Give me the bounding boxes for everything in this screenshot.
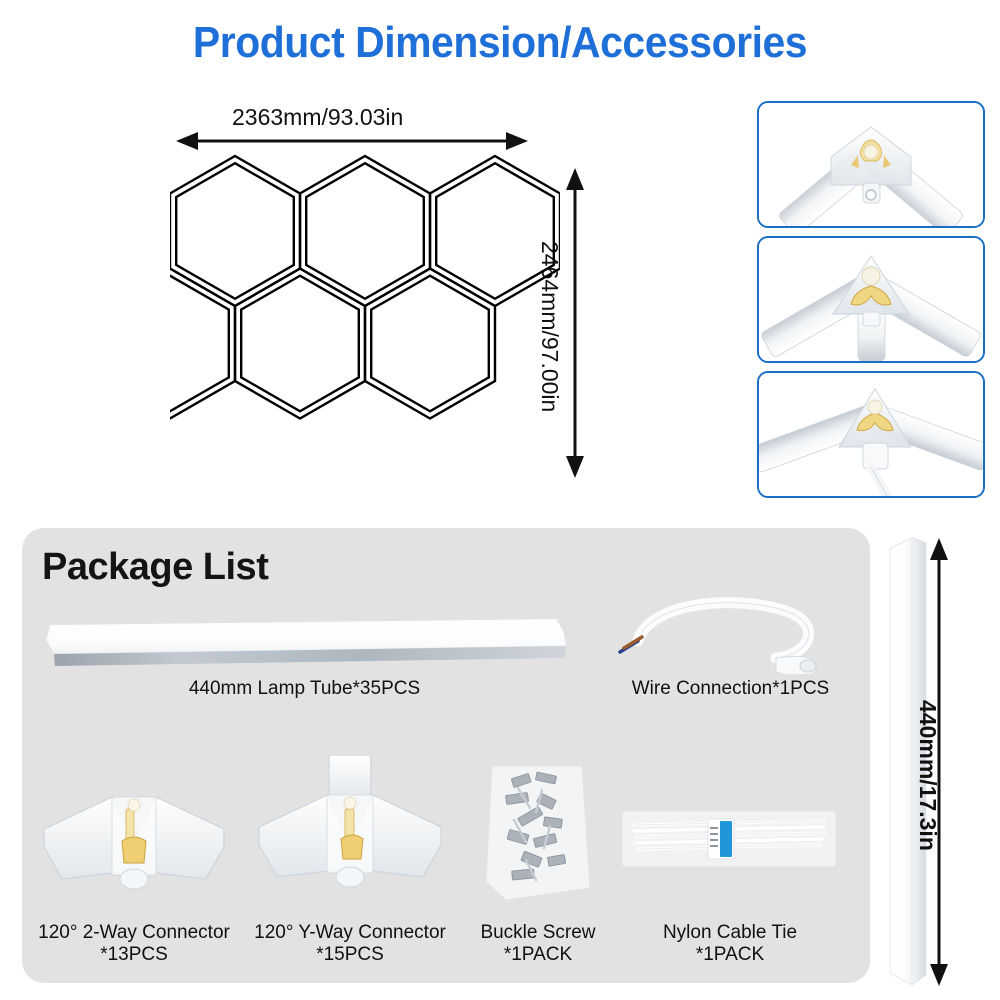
grid-height-arrow-icon bbox=[566, 168, 584, 478]
tube-length-label: 440mm/17.3in bbox=[915, 700, 941, 851]
wire-connection-caption-line1: Wire Connection*1PCS bbox=[631, 678, 830, 699]
two-way-connector-caption: 120° 2-Way Connector *13PCS bbox=[18, 922, 250, 967]
buckle-screw-image bbox=[478, 760, 598, 905]
lamp-tube-caption: 440mm Lamp Tube*35PCS bbox=[42, 678, 567, 700]
wire-connection-image bbox=[608, 596, 853, 674]
tube-length-arrow-icon bbox=[930, 538, 948, 986]
y-way-connector-caption: 120° Y-Way Connector *15PCS bbox=[234, 922, 466, 967]
buckle-screw-caption-line2: *1PACK bbox=[503, 944, 573, 966]
two-way-connector-caption-line1: 120° 2-Way Connector bbox=[38, 922, 230, 943]
photo-panel-y-connector-with-wire bbox=[757, 371, 985, 498]
page-title: Product Dimension/Accessories bbox=[192, 18, 808, 67]
photo-panel-corner-connector bbox=[757, 101, 985, 228]
package-list-heading: Package List bbox=[42, 546, 269, 588]
grid-width-label: 2363mm/93.03in bbox=[232, 104, 404, 130]
nylon-cable-tie-caption-line1: Nylon Cable Tie bbox=[662, 922, 798, 943]
y-way-connector-caption-line1: 120° Y-Way Connector bbox=[254, 922, 446, 943]
nylon-cable-tie-image bbox=[620, 805, 838, 873]
photo-panel-y-connector bbox=[757, 236, 985, 363]
y-way-connector-caption-line2: *15PCS bbox=[316, 944, 384, 966]
two-way-connector-caption-line2: *13PCS bbox=[100, 944, 168, 966]
hexagon-grid-diagram bbox=[103, 148, 562, 493]
nylon-cable-tie-caption: Nylon Cable Tie *1PACK bbox=[630, 922, 830, 967]
lamp-tube-image bbox=[42, 616, 567, 671]
wire-connection-caption: Wire Connection*1PCS bbox=[608, 678, 853, 700]
lamp-tube-caption-line1: 440mm Lamp Tube*35PCS bbox=[188, 678, 421, 699]
buckle-screw-caption-line1: Buckle Screw bbox=[480, 922, 596, 943]
nylon-cable-tie-caption-line2: *1PACK bbox=[695, 944, 765, 966]
grid-width-arrow-icon bbox=[176, 132, 528, 150]
buckle-screw-caption: Buckle Screw *1PACK bbox=[448, 922, 628, 967]
vertical-lamp-tube-image bbox=[886, 535, 930, 987]
y-way-connector-image bbox=[255, 755, 445, 905]
two-way-connector-image bbox=[38, 775, 230, 905]
